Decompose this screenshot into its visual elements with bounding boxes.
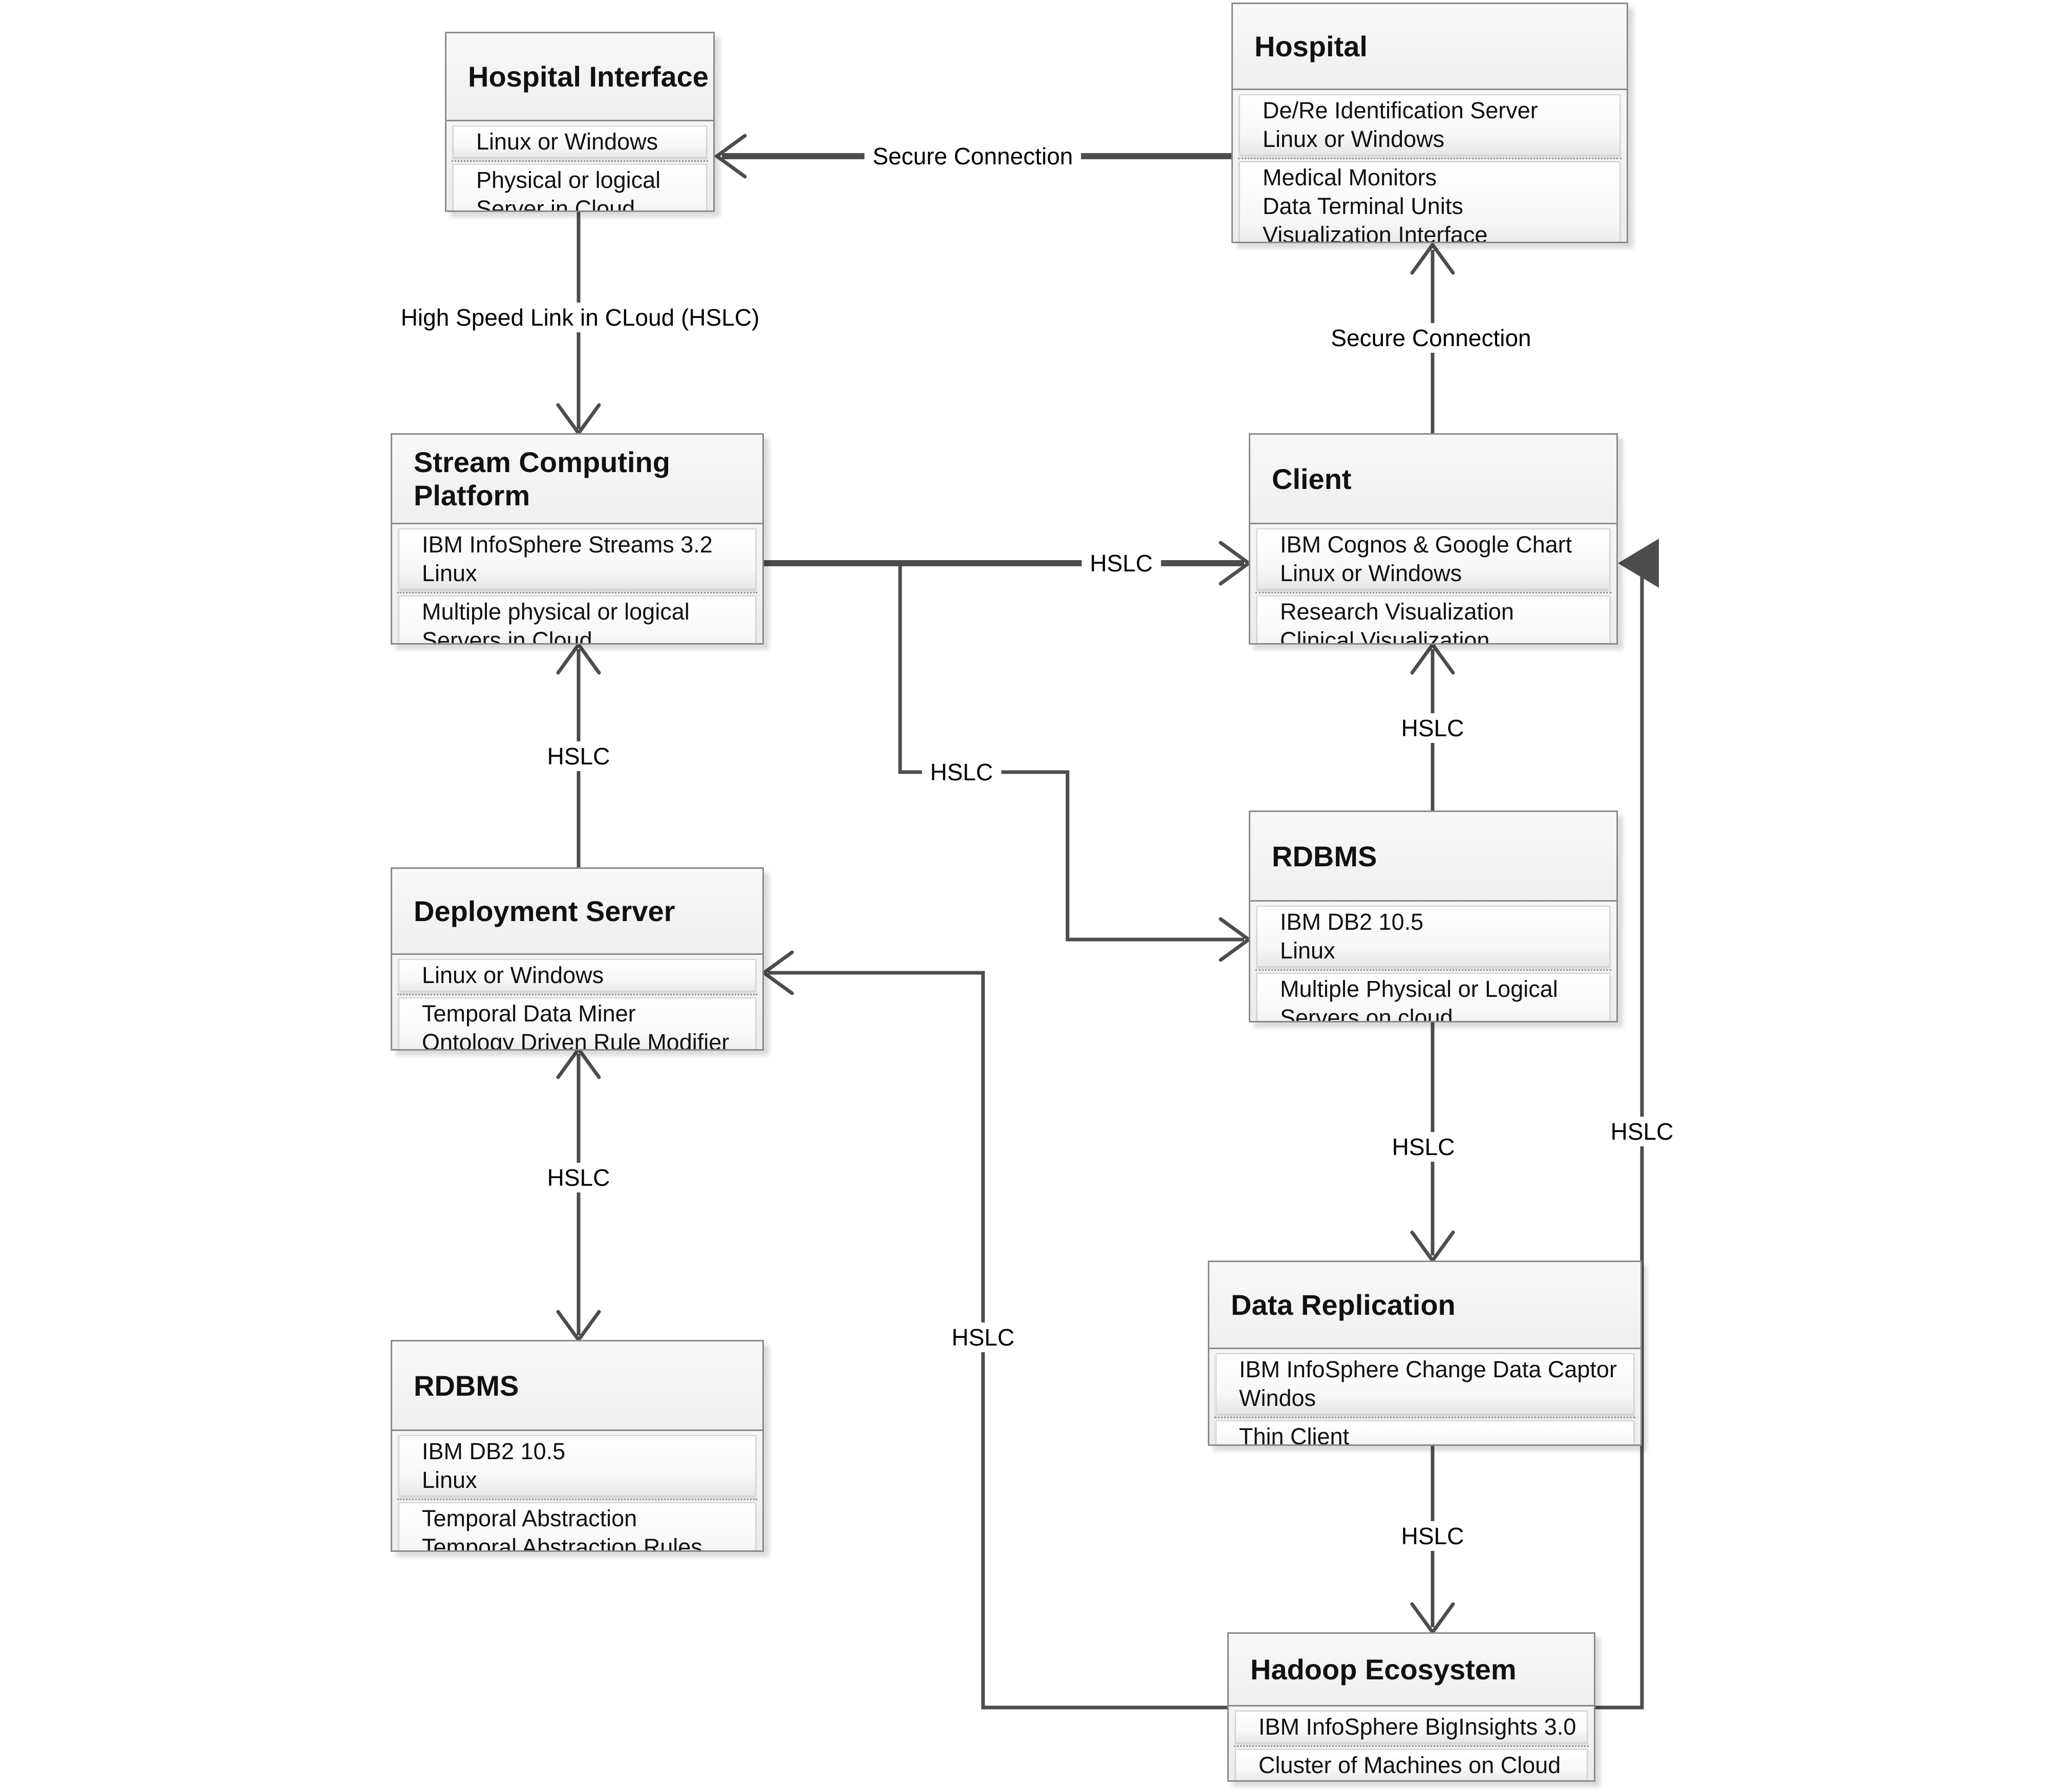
node-row-group: IBM InfoSphere Change Data Captor Windos bbox=[1215, 1353, 1634, 1415]
node-row-group: Temporal Data Miner Ontology Driven Rule… bbox=[398, 997, 756, 1051]
node-title: Data Replication bbox=[1231, 1289, 1456, 1321]
node-row-line: De/Re Identification Server bbox=[1263, 97, 1538, 123]
group-divider bbox=[397, 1499, 757, 1500]
node-row-group: Cluster of Machines on Cloud bbox=[1235, 1749, 1588, 1780]
node-row-line: Servers in Cloud bbox=[422, 627, 592, 645]
group-divider bbox=[1238, 158, 1622, 159]
node-row-line: Research Visualization bbox=[1280, 599, 1514, 625]
edge-label-secure-connection-top: Secure Connection bbox=[864, 141, 1081, 171]
node-row-line: Linux or Windows bbox=[476, 129, 658, 155]
node-row-line: Linux or Windows bbox=[1263, 126, 1445, 152]
node-rdbms-right: RDBMS IBM DB2 10.5 Linux Multiple Physic… bbox=[1249, 810, 1618, 1022]
node-row-group: IBM DB2 10.5 Linux bbox=[398, 1435, 756, 1497]
edge-label-hslc-rdbms-client: HSLC bbox=[1393, 713, 1473, 743]
node-row-line: IBM Cognos & Google Chart bbox=[1280, 531, 1572, 558]
node-row-line: Clinical Visualization bbox=[1280, 627, 1490, 645]
node-row-group: Medical Monitors Data Terminal Units Vis… bbox=[1239, 161, 1620, 243]
edge-label-hslc-branch-rdbms: HSLC bbox=[922, 757, 1001, 787]
connector-deployment-server-rdbms-left bbox=[556, 1046, 601, 1343]
node-row-group: IBM DB2 10.5 Linux bbox=[1256, 906, 1610, 967]
edge-label-secure-connection-right: Secure Connection bbox=[1322, 323, 1540, 353]
group-divider bbox=[452, 160, 708, 162]
edge-label-hslc-hadoop-client: HSLC bbox=[1602, 1117, 1682, 1146]
node-row-line: Physical or logical bbox=[476, 167, 661, 193]
node-row-line: IBM InfoSphere Streams 3.2 bbox=[422, 531, 713, 558]
node-row-group: Multiple physical or logical Servers in … bbox=[398, 595, 756, 645]
node-row-line: Multiple physical or logical bbox=[422, 599, 690, 625]
group-divider bbox=[1234, 1745, 1589, 1747]
node-title: Hospital Interface bbox=[468, 60, 709, 93]
node-title: Stream Computing Platform bbox=[414, 446, 670, 511]
node-row-line: Linux bbox=[422, 1467, 477, 1493]
node-title: Hospital bbox=[1254, 30, 1368, 62]
group-divider bbox=[397, 994, 757, 995]
node-rdbms-left: RDBMS IBM DB2 10.5 Linux Temporal Abstra… bbox=[391, 1340, 764, 1552]
node-hospital: Hospital De/Re Identification Server Lin… bbox=[1231, 3, 1628, 243]
node-row-line: Servers on cloud bbox=[1280, 1005, 1453, 1022]
node-stream-computing-platform: Stream Computing Platform IBM InfoSphere… bbox=[391, 433, 764, 645]
node-row-line: Server in Cloud bbox=[476, 196, 635, 212]
node-hadoop-ecosystem: Hadoop Ecosystem IBM InfoSphere BigInsig… bbox=[1227, 1632, 1595, 1782]
node-row-line: IBM DB2 10.5 bbox=[422, 1438, 566, 1464]
group-divider bbox=[397, 592, 757, 593]
edge-label-hslc-scp-client: HSLC bbox=[1081, 548, 1161, 578]
node-row-group: Multiple Physical or Logical Servers on … bbox=[1256, 973, 1610, 1022]
connector-scp-to-client bbox=[764, 541, 1252, 586]
node-deployment-server: Deployment Server Linux or Windows Tempo… bbox=[391, 867, 764, 1051]
node-row-line: Medical Monitors bbox=[1263, 164, 1437, 190]
node-row-line: Temporal Abstraction bbox=[422, 1505, 637, 1531]
node-row-group: Temporal Abstraction Temporal Abstractio… bbox=[398, 1502, 756, 1552]
node-row-line: Temporal Data Miner bbox=[422, 1000, 636, 1027]
node-row-group: Linux or Windows bbox=[453, 125, 707, 158]
node-row-group: IBM InfoSphere BigInsights 3.0 bbox=[1235, 1711, 1588, 1743]
node-row-line: Multiple Physical or Logical bbox=[1280, 976, 1558, 1002]
edge-label-hslc-rdbms-dr: HSLC bbox=[1383, 1132, 1463, 1162]
node-row-line: Windos bbox=[1239, 1385, 1316, 1411]
node-row-line: IBM InfoSphere BigInsights 3.0 bbox=[1258, 1714, 1576, 1740]
node-hospital-interface: Hospital Interface Linux or Windows Phys… bbox=[445, 32, 715, 212]
node-row-line: Visualization Interface bbox=[1263, 222, 1488, 243]
node-row-group: IBM Cognos & Google Chart Linux or Windo… bbox=[1256, 528, 1610, 590]
node-client: Client IBM Cognos & Google Chart Linux o… bbox=[1249, 433, 1618, 645]
edge-label-high-speed-link: High Speed Link in CLoud (HSLC) bbox=[392, 303, 768, 332]
node-row-line: Temporal Abstraction Rules bbox=[422, 1534, 702, 1552]
node-row-line: Linux or Windows bbox=[422, 962, 604, 988]
node-row-group: De/Re Identification Server Linux or Win… bbox=[1239, 94, 1620, 156]
node-row-line: Linux or Windows bbox=[1280, 560, 1462, 586]
node-row-line: Data Terminal Units bbox=[1263, 193, 1463, 219]
node-row-line: Cluster of Machines on Cloud bbox=[1258, 1752, 1561, 1778]
node-row-group: Linux or Windows bbox=[398, 959, 756, 992]
group-divider bbox=[1214, 1417, 1635, 1418]
node-title: Hadoop Ecosystem bbox=[1250, 1653, 1517, 1686]
node-row-line: IBM DB2 10.5 bbox=[1280, 909, 1424, 935]
node-data-replication: Data Replication IBM InfoSphere Change D… bbox=[1208, 1261, 1642, 1446]
node-row-group: IBM InfoSphere Streams 3.2 Linux bbox=[398, 528, 756, 590]
node-row-line: Linux bbox=[422, 560, 477, 586]
edge-label-hslc-ds-scp: HSLC bbox=[539, 741, 618, 771]
node-row-group: Research Visualization Clinical Visualiz… bbox=[1256, 595, 1610, 645]
node-row-line: Thin Client bbox=[1239, 1423, 1350, 1446]
node-row-line: Ontology Driven Rule Modifier bbox=[422, 1029, 730, 1051]
edge-label-hslc-dr-hadoop: HSLC bbox=[1393, 1521, 1473, 1551]
node-title: Client bbox=[1272, 462, 1352, 495]
edge-label-hslc-hadoop-ds: HSLC bbox=[943, 1322, 1023, 1352]
node-title: RDBMS bbox=[414, 1369, 519, 1402]
node-title: RDBMS bbox=[1272, 840, 1377, 872]
node-title: Deployment Server bbox=[414, 895, 675, 927]
node-row-line: Linux bbox=[1280, 937, 1335, 964]
edge-label-hslc-ds-rdbms: HSLC bbox=[539, 1163, 618, 1192]
node-row-group: Physical or logical Server in Cloud bbox=[453, 164, 707, 212]
node-row-line: IBM InfoSphere Change Data Captor bbox=[1239, 1356, 1617, 1382]
node-row-group: Thin Client bbox=[1215, 1420, 1634, 1446]
group-divider bbox=[1255, 969, 1611, 971]
group-divider bbox=[1255, 592, 1611, 593]
